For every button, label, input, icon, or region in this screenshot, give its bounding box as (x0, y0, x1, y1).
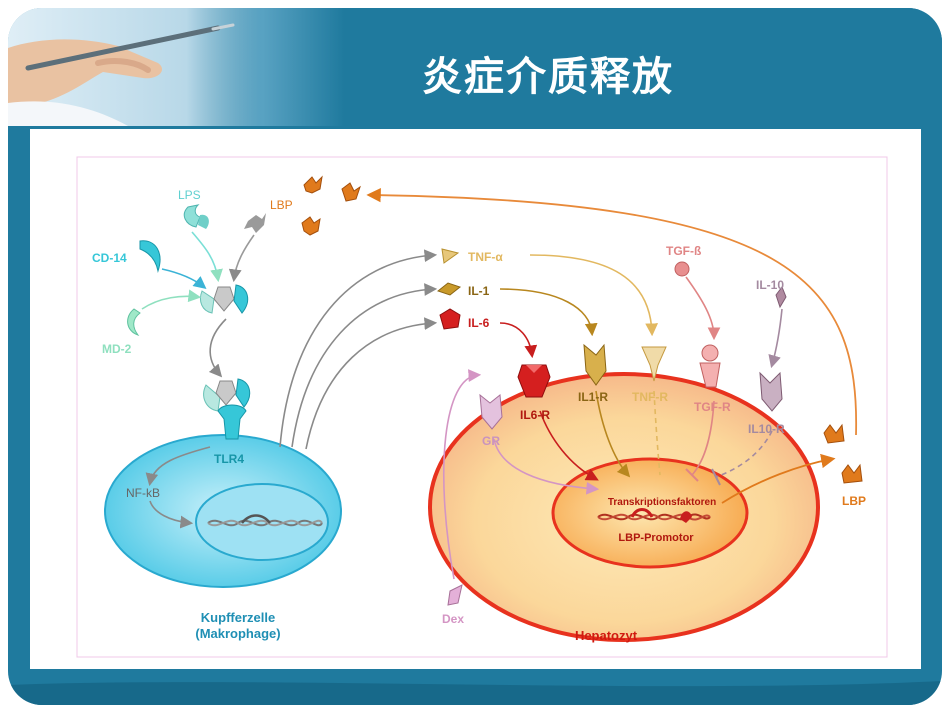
footer-wave (8, 681, 942, 705)
il10-icon (775, 285, 787, 309)
lbp-top-label: LBP (270, 198, 293, 212)
il10r-label: IL10-R (748, 422, 785, 436)
kupffer-label-line2: (Makrophage) (195, 626, 280, 641)
il6-icon (439, 308, 461, 330)
slide-frame: 炎症介质释放 (8, 8, 942, 705)
lbp-orange-icons (301, 175, 361, 236)
tnf-to-receptor-arrow (529, 254, 659, 337)
tgfr-inhibit-line (691, 400, 715, 476)
il1-icon (436, 282, 462, 296)
nfkb-to-nucleus-arrow (149, 500, 194, 529)
md2-icon (127, 308, 141, 336)
tgfr-receptor-icon (699, 344, 721, 388)
tnf-label: TNF-α (468, 250, 503, 264)
lbp-feedback-arrow (366, 187, 858, 436)
tnfr-receptor-icon (641, 346, 667, 382)
gr-signal-arrow (493, 438, 600, 495)
cd14-icon (139, 240, 161, 273)
release-il1-arrow (291, 283, 438, 448)
lps-arrow (191, 231, 223, 283)
il6r-signal-arrow (539, 410, 599, 481)
il1r-label: IL1-R (578, 390, 608, 404)
cd14-arrow (161, 268, 207, 289)
lps-label: LPS (178, 188, 201, 202)
gr-label: GR (482, 434, 500, 448)
il10r-inhibit-bar (711, 468, 721, 486)
promotor-dna-icon (597, 508, 711, 523)
il6-to-receptor-arrow (499, 322, 538, 359)
release-il6-arrow (305, 317, 438, 450)
tgfr-inhibit-bar (685, 468, 699, 482)
lbp-output-arrow (721, 453, 836, 504)
lbp-arrow (228, 234, 255, 283)
tlr4-receptor-icon (203, 378, 251, 440)
tgf-to-receptor-arrow (685, 276, 721, 341)
dex-arrow (443, 369, 482, 580)
receptor-complex-icon (199, 284, 249, 314)
tgfr-label: TGF-R (694, 400, 731, 414)
il10-label: IL-10 (756, 278, 784, 292)
lbp-right-icons (823, 423, 863, 484)
il6r-receptor-icon (517, 364, 551, 398)
il1r-receptor-icon (583, 343, 607, 386)
hepatozyt-label: Hepatozyt (575, 628, 638, 643)
tnfr-label: TNF-R (632, 390, 668, 404)
tgf-icon (674, 261, 690, 277)
il1-to-receptor-arrow (499, 288, 598, 337)
il1r-signal-arrow (595, 390, 631, 478)
kupffer-label-line1: Kupfferzelle (201, 610, 275, 625)
transkription-label: Transkriptionsfaktoren (608, 497, 716, 508)
lbp-star-icon (244, 213, 266, 233)
dex-label: Dex (442, 612, 464, 626)
complex-to-tlr4-arrow (208, 318, 227, 378)
il10r-receptor-icon (759, 371, 783, 412)
il6-label: IL-6 (468, 316, 490, 330)
nfkb-label: NF-kB (126, 486, 160, 500)
tgf-label: TGF-ß (666, 244, 701, 258)
il10r-inhibit-line (715, 430, 773, 478)
dex-icon (447, 584, 463, 606)
lps-icon (183, 204, 209, 229)
tnfr-signal-arrow (653, 390, 661, 476)
promotor-label: LBP-Promotor (618, 532, 694, 544)
il1-label: IL-1 (468, 284, 490, 298)
inflammation-mediator-diagram: LPS LBP CD-14 MD-2 TLR4 NF-kB Kupfferzel… (76, 156, 888, 658)
cd14-label: CD-14 (92, 251, 127, 265)
release-tnf-arrow (279, 249, 438, 448)
md2-label: MD-2 (102, 342, 132, 356)
diagram-panel: LPS LBP CD-14 MD-2 TLR4 NF-kB Kupfferzel… (30, 129, 921, 669)
il6r-label: IL6-R (520, 408, 550, 422)
lbp-right-label: LBP (842, 494, 866, 508)
kupffer-nucleus (195, 483, 329, 561)
diagram-border (76, 156, 888, 658)
kupffer-dna-icon (207, 514, 323, 527)
tnf-icon (441, 248, 460, 264)
tlr4-to-nfkb-arrow (145, 446, 211, 487)
il10-to-receptor-arrow (768, 308, 783, 369)
hand-with-pen-photo (8, 8, 263, 126)
slide-title: 炎症介质释放 (422, 54, 674, 100)
gr-receptor-icon (479, 393, 503, 430)
slide-header: 炎症介质释放 (8, 8, 942, 126)
tlr4-label: TLR4 (214, 452, 244, 466)
md2-arrow (141, 289, 202, 310)
